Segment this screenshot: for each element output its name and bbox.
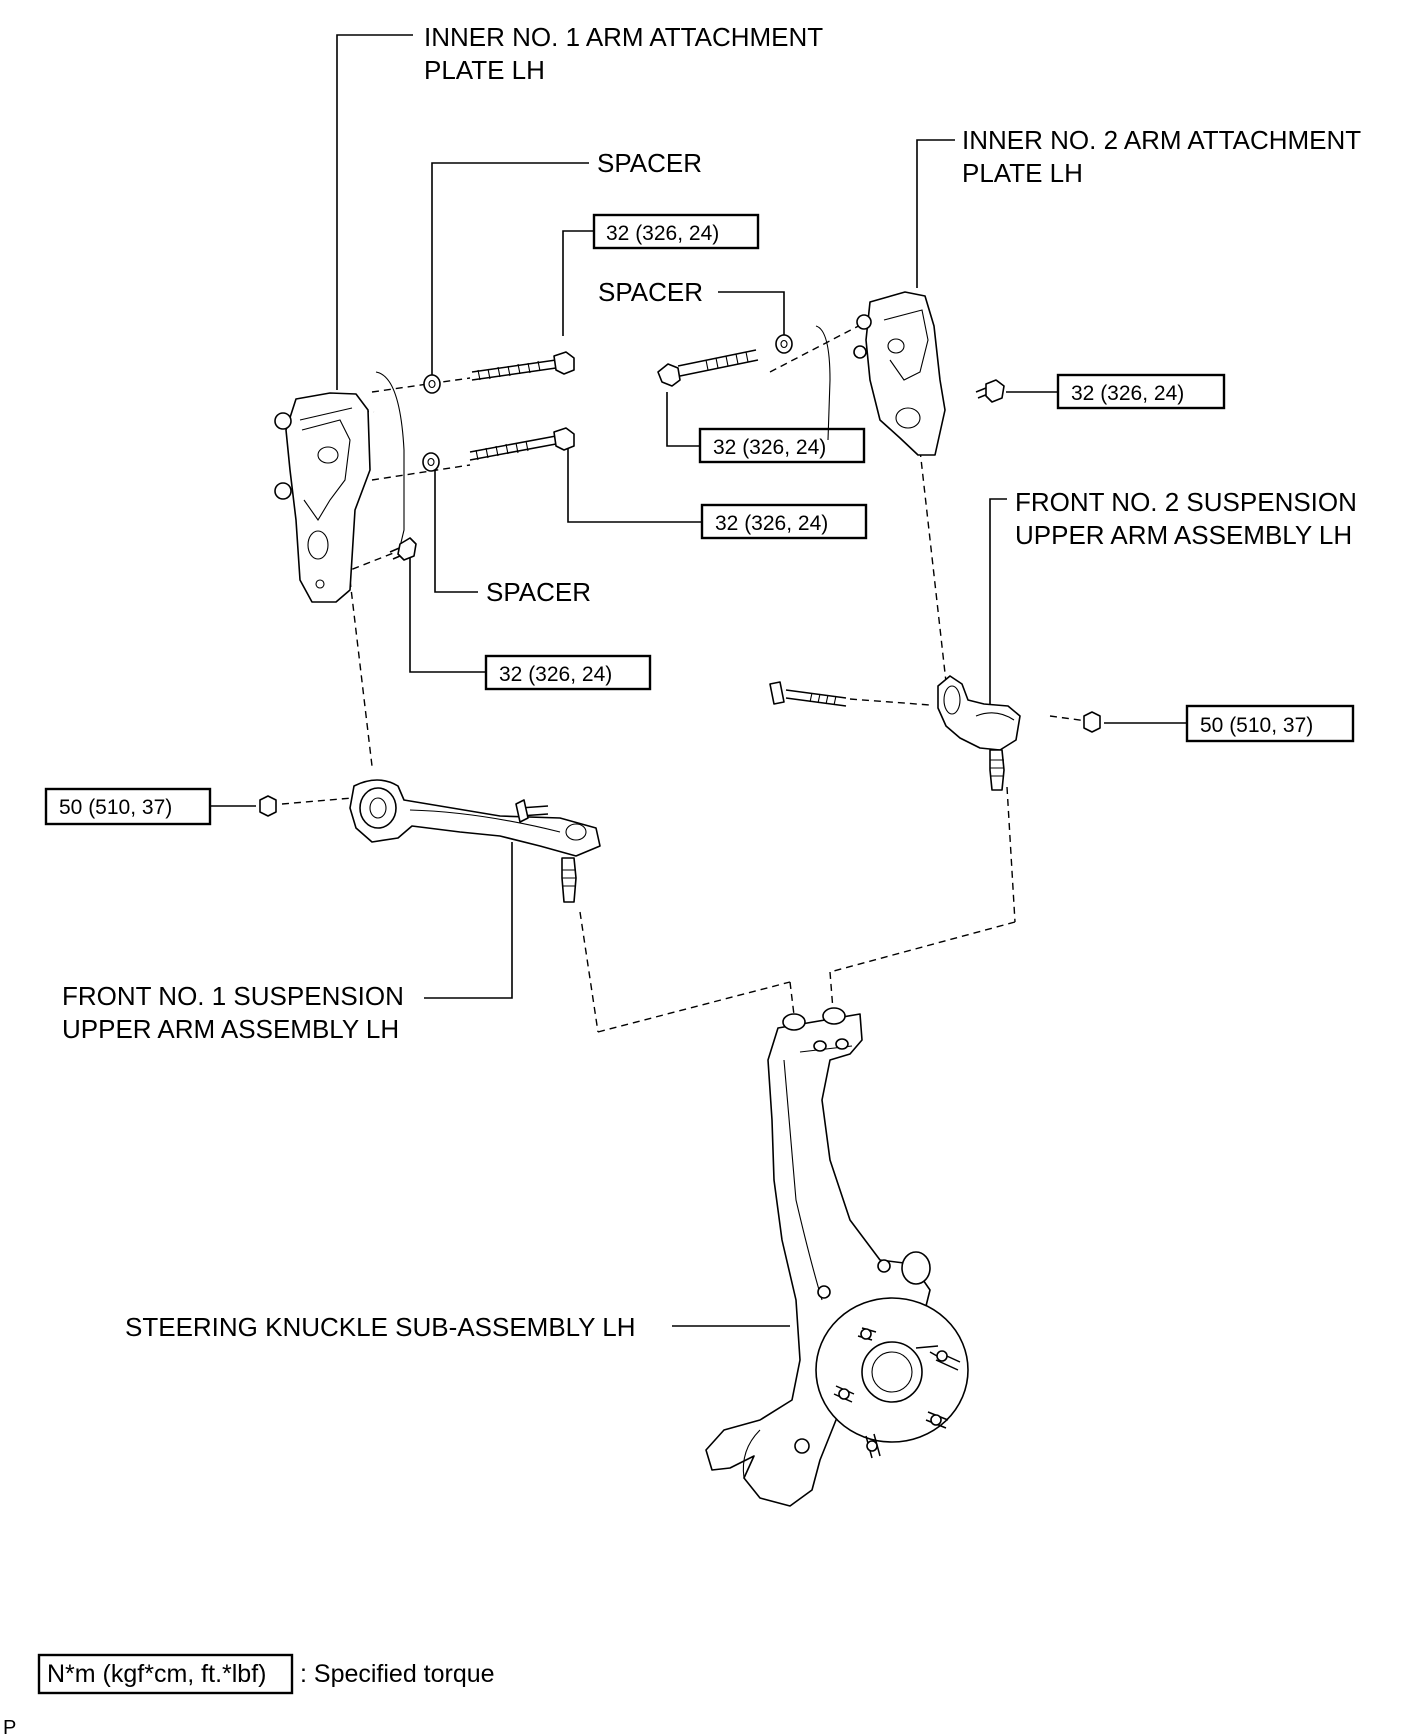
- torque-box-left-short-bolt: 32 (326, 24): [484, 654, 652, 691]
- spacer-right: [775, 334, 793, 354]
- svg-text:UPPER ARM ASSEMBLY LH: UPPER ARM ASSEMBLY LH: [62, 1014, 399, 1044]
- svg-text:UPPER ARM ASSEMBLY LH: UPPER ARM ASSEMBLY LH: [1015, 520, 1352, 550]
- front-no1-upper-arm: [259, 779, 601, 903]
- label-inner-no2-plate: INNER NO. 2 ARM ATTACHMENT PLATE LH: [962, 125, 1361, 188]
- spacer-left-top: [423, 374, 441, 394]
- svg-text:INNER NO. 1 ARM ATTACHMENT: INNER NO. 1 ARM ATTACHMENT: [424, 22, 823, 52]
- label-front-no2-arm: FRONT NO. 2 SUSPENSION UPPER ARM ASSEMBL…: [1015, 487, 1357, 550]
- label-knuckle: STEERING KNUCKLE SUB-ASSEMBLY LH: [125, 1312, 636, 1342]
- svg-text:32 (326, 24): 32 (326, 24): [713, 436, 826, 459]
- torque-box-right-arm-nut: 50 (510, 37): [1185, 704, 1355, 743]
- spacer-left-lower: [422, 452, 440, 472]
- figure-code: P: [3, 1717, 16, 1734]
- label-front-no1-arm: FRONT NO. 1 SUSPENSION UPPER ARM ASSEMBL…: [62, 981, 404, 1044]
- leader-lines: [210, 34, 1187, 1327]
- label-spacer-top-left: SPACER: [597, 148, 702, 178]
- inner-no2-attachment-plate: [815, 291, 946, 456]
- bolt-left-middle: [469, 427, 575, 461]
- svg-text:32 (326, 24): 32 (326, 24): [499, 663, 612, 686]
- svg-text:PLATE LH: PLATE LH: [962, 158, 1083, 188]
- legend-text: : Specified torque: [300, 1660, 495, 1688]
- legend-box: [37, 1653, 294, 1695]
- torque-box-left-arm-nut: 50 (510, 37): [44, 787, 212, 826]
- inner-no1-attachment-plate: [274, 371, 405, 603]
- legend-unit: N*m (kgf*cm, ft.*lbf): [47, 1660, 266, 1688]
- bolt-right-long: [657, 349, 759, 387]
- svg-text:PLATE LH: PLATE LH: [424, 55, 545, 85]
- label-spacer-lower-left: SPACER: [486, 577, 591, 607]
- torque-box-right-plate-bolt: 32 (326, 24): [1056, 373, 1226, 410]
- svg-text:32 (326, 24): 32 (326, 24): [1071, 382, 1184, 405]
- svg-text:50 (510, 37): 50 (510, 37): [59, 796, 172, 819]
- svg-text:FRONT NO. 1 SUSPENSION: FRONT NO. 1 SUSPENSION: [62, 981, 404, 1011]
- svg-text:FRONT NO. 2 SUSPENSION: FRONT NO. 2 SUSPENSION: [1015, 487, 1357, 517]
- front-no2-upper-arm: [769, 675, 1101, 791]
- torque-box-top-bolt: 32 (326, 24): [592, 213, 760, 250]
- label-spacer-top-right: SPACER: [598, 277, 703, 307]
- svg-text:50 (510, 37): 50 (510, 37): [1200, 714, 1313, 737]
- bolt-left-short: [389, 537, 417, 561]
- torque-box-left-lower-bolt: 32 (326, 24): [700, 503, 868, 540]
- wheel-hub: [815, 1297, 969, 1459]
- svg-text:32 (326, 24): 32 (326, 24): [606, 222, 719, 245]
- svg-text:INNER NO. 2 ARM ATTACHMENT: INNER NO. 2 ARM ATTACHMENT: [962, 125, 1361, 155]
- bolt-left-top: [471, 351, 575, 381]
- bolt-right-plate: [975, 379, 1005, 403]
- assembly-dashed-lines: [281, 319, 1095, 1033]
- steering-knuckle: [705, 1007, 969, 1507]
- legend: N*m (kgf*cm, ft.*lbf) : Specified torque: [37, 1653, 495, 1695]
- label-inner-no1-plate: INNER NO. 1 ARM ATTACHMENT PLATE LH: [424, 22, 823, 85]
- torque-box-right-long-bolt: 32 (326, 24): [698, 427, 866, 464]
- svg-text:32 (326, 24): 32 (326, 24): [715, 512, 828, 535]
